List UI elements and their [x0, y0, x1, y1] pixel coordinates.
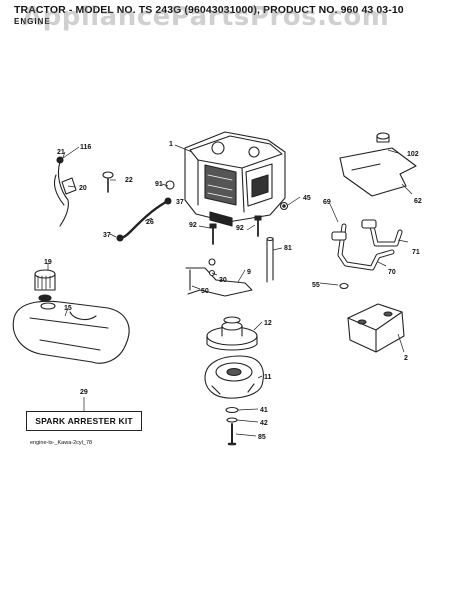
fuel-cap-part[interactable]: [34, 269, 56, 302]
callout-21: 21: [57, 149, 65, 156]
bracket-rod-part[interactable]: [185, 258, 253, 297]
pulley-part[interactable]: [206, 316, 258, 351]
callout-12: 12: [264, 320, 272, 327]
page-header: TRACTOR - MODEL NO. TS 243G (96043031000…: [14, 4, 454, 28]
fitting-45-part[interactable]: [279, 201, 289, 211]
callout-15: 15: [64, 305, 72, 312]
bolt-92-right[interactable]: [254, 215, 262, 237]
spacer-42-part[interactable]: [226, 417, 238, 423]
callout-42: 42: [260, 420, 268, 427]
spark-arrester-kit-box[interactable]: SPARK ARRESTER KIT: [26, 411, 142, 431]
engine-part[interactable]: [184, 131, 286, 227]
callout-81: 81: [284, 245, 292, 252]
callout-62: 62: [414, 198, 422, 205]
fuel-tank-part[interactable]: [12, 300, 130, 364]
header-title: TRACTOR - MODEL NO. TS 243G (96043031000…: [14, 4, 404, 16]
callout-69: 69: [323, 199, 331, 206]
callout-41: 41: [260, 407, 268, 414]
callout-70: 70: [388, 269, 396, 276]
callout-26: 26: [146, 219, 154, 226]
callout-9: 9: [247, 269, 251, 276]
throttle-control-part[interactable]: [53, 156, 77, 227]
callout-22: 22: [125, 177, 133, 184]
exhaust-pipe-part[interactable]: [331, 219, 403, 271]
callout-19: 19: [44, 259, 52, 266]
heat-shield-part[interactable]: [339, 147, 417, 197]
callout-116: 116: [80, 144, 91, 151]
spark-arrester-kit-label: SPARK ARRESTER KIT: [35, 416, 133, 426]
muffler-part[interactable]: [347, 303, 405, 353]
header-subtitle: ENGINE: [14, 17, 51, 26]
callout-1: 1: [169, 141, 173, 148]
callout-92-left: 92: [189, 222, 197, 229]
callout-37-upper: 37: [176, 199, 184, 206]
callout-30: 30: [219, 277, 227, 284]
nut-55-part[interactable]: [339, 282, 349, 290]
callout-85: 85: [258, 434, 266, 441]
cap-102-part[interactable]: [376, 132, 390, 143]
diagram-footer-code: engine-ts-_Kawa-2cyl_78: [30, 440, 93, 446]
callout-55: 55: [312, 282, 320, 289]
callout-29: 29: [80, 389, 88, 396]
callout-11: 11: [264, 374, 272, 381]
bolt-92-left[interactable]: [209, 223, 217, 245]
callout-71: 71: [412, 249, 420, 256]
fastener-22-part[interactable]: [102, 171, 114, 193]
callout-92-right: 92: [236, 225, 244, 232]
callout-50: 50: [201, 288, 209, 295]
callout-20: 20: [79, 185, 87, 192]
callout-37-lower: 37: [103, 232, 111, 239]
callout-102: 102: [407, 151, 419, 158]
bolt-85-part[interactable]: [227, 423, 237, 446]
clutch-part[interactable]: [204, 355, 264, 399]
washer-41-part[interactable]: [225, 406, 239, 414]
fuel-line-part[interactable]: [116, 180, 175, 242]
callout-91: 91: [155, 181, 163, 188]
callout-2: 2: [404, 355, 408, 362]
shaft-81-part[interactable]: [266, 236, 274, 283]
callout-45: 45: [303, 195, 311, 202]
